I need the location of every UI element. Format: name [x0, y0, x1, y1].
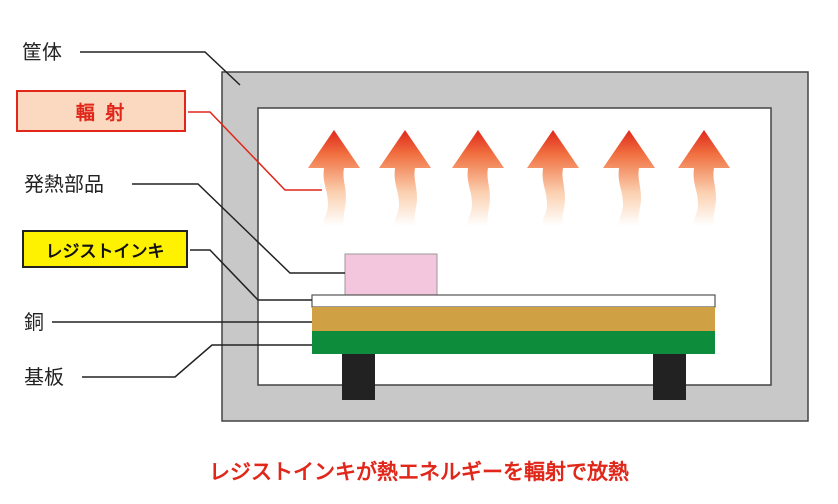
- heat-arrows: [308, 130, 730, 226]
- copper-layer: [312, 307, 715, 331]
- leader-line-housing: [80, 51, 241, 86]
- support-foot-left: [342, 354, 375, 400]
- label-resist-ink: レジストインキ: [22, 230, 188, 268]
- label-copper: 銅: [24, 310, 44, 334]
- leader-line-resist-ink: [190, 249, 312, 301]
- substrate-layer: [312, 331, 715, 354]
- resist-ink-layer: [311, 294, 716, 308]
- label-housing: 筐体: [22, 40, 62, 64]
- heat-arrow-icon: [379, 130, 431, 226]
- heat-arrow-icon: [678, 130, 730, 226]
- heat-arrow-icon: [603, 130, 655, 226]
- heat-arrow-icon: [527, 130, 579, 226]
- leader-line-substrate: [82, 344, 312, 378]
- label-heat-component: 発熱部品: [24, 172, 104, 196]
- diagram-caption: レジストインキが熱エネルギーを輻射で放熱: [209, 460, 629, 484]
- label-radiation: 輻 射: [16, 90, 186, 132]
- heat-arrow-icon: [452, 130, 504, 226]
- leader-line-radiation: [188, 111, 322, 191]
- heat-arrow-icon: [308, 130, 360, 226]
- support-foot-right: [653, 354, 686, 400]
- leader-line-heat-component: [132, 183, 345, 274]
- label-substrate: 基板: [24, 365, 64, 389]
